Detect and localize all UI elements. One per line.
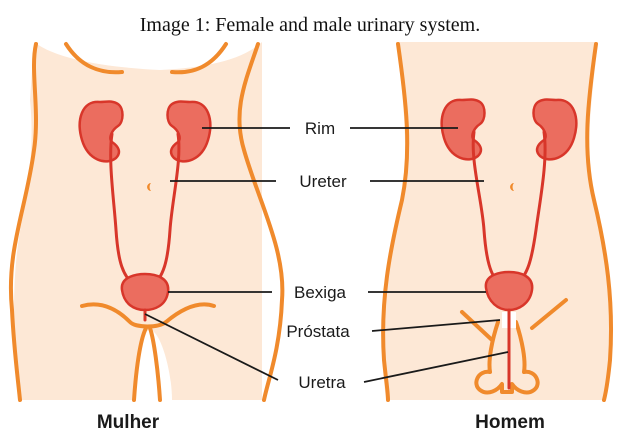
label-ureter: Ureter [299, 172, 347, 191]
label-bexiga: Bexiga [294, 283, 347, 302]
label-rim: Rim [305, 119, 335, 138]
label-male: Homem [475, 412, 545, 433]
female-leg-line-right [150, 328, 160, 400]
female-torso [14, 42, 262, 400]
male-bladder [486, 272, 532, 310]
label-uretra: Uretra [298, 373, 346, 392]
label-prostata: Próstata [286, 322, 350, 341]
male-figure [382, 42, 611, 400]
male-torso [382, 42, 611, 400]
label-female: Mulher [97, 412, 160, 433]
female-bladder [122, 274, 168, 310]
female-figure [11, 42, 282, 400]
